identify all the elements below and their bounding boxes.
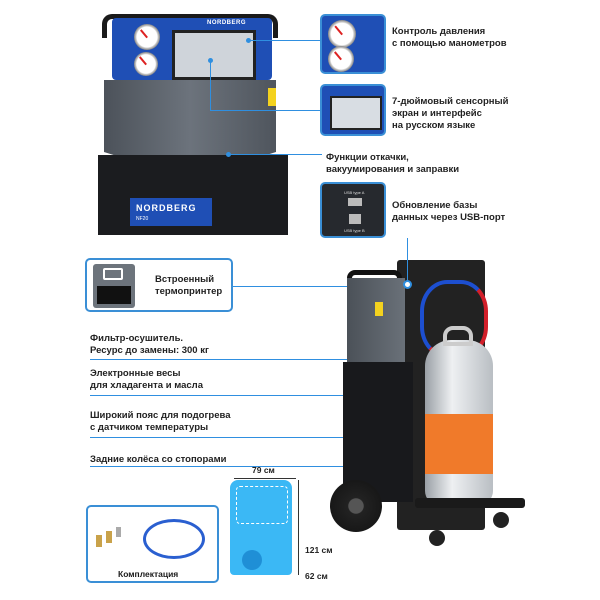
- leader-line: [233, 286, 383, 287]
- machine-closeup: NORDBERG NORDBERG NF20: [90, 0, 290, 235]
- dim-depth: 62 см: [305, 571, 328, 581]
- usb-b-port-icon: [349, 214, 361, 224]
- kit-box: Комплектация: [86, 505, 219, 583]
- dim-height-line: [298, 480, 299, 575]
- handle: [102, 14, 278, 38]
- heating-belt: [425, 414, 493, 474]
- leader-line: [90, 437, 455, 438]
- usb-cable-icon: [143, 519, 205, 559]
- front-panel: [347, 278, 405, 363]
- adapter-icon: [96, 535, 102, 547]
- pressure-gauge-high: [134, 24, 160, 50]
- machine-full: [325, 250, 530, 550]
- leader-line: [407, 238, 408, 282]
- gauge-icon: [328, 46, 354, 72]
- feature-wheels: Задние колёса со стопорами: [90, 454, 227, 465]
- upper-body: [104, 80, 276, 160]
- usb-a-port-icon: [348, 198, 362, 206]
- machine-silhouette: [230, 480, 292, 575]
- screen-image-box: [320, 84, 386, 136]
- leader-line: [228, 154, 322, 155]
- adapter-icon: [106, 531, 112, 543]
- brand-text: NORDBERG: [207, 20, 247, 26]
- dim-height: 121 см: [305, 545, 333, 555]
- dim-width: 79 см: [252, 465, 275, 475]
- usb-image-box: USB type A USB type B: [320, 182, 386, 238]
- dim-width-line: [234, 478, 296, 479]
- pressure-gauge-low: [134, 52, 158, 76]
- leader-line: [90, 466, 420, 467]
- gauge-icon: [328, 20, 356, 48]
- feature-filter: Фильтр-осушитель.Ресурс до замены: 300 к…: [90, 333, 209, 356]
- feature-functions: Функции откачки,вакуумирования и заправк…: [326, 152, 460, 175]
- leader-line: [210, 110, 320, 111]
- leader-line: [248, 40, 320, 41]
- control-panel: NORDBERG: [112, 18, 272, 80]
- refrigerant-cylinder: [425, 326, 493, 505]
- screen-icon: [330, 96, 382, 130]
- pressure-image-box: [320, 14, 386, 74]
- touch-screen: [172, 30, 256, 80]
- rear-wheel: [330, 480, 382, 532]
- leader-line: [90, 395, 400, 396]
- leader-dot: [226, 152, 231, 157]
- leader-dot: [246, 38, 251, 43]
- printer-icon: [93, 264, 135, 308]
- leader-line: [90, 359, 390, 360]
- front-caster: [429, 530, 445, 546]
- kit-label: Комплектация: [118, 569, 179, 579]
- leader-dot: [208, 58, 213, 63]
- warning-label: [268, 88, 276, 106]
- adapter-icon: [116, 527, 121, 537]
- brand-plate: NORDBERG NF20: [130, 198, 212, 226]
- leader-line: [210, 60, 211, 110]
